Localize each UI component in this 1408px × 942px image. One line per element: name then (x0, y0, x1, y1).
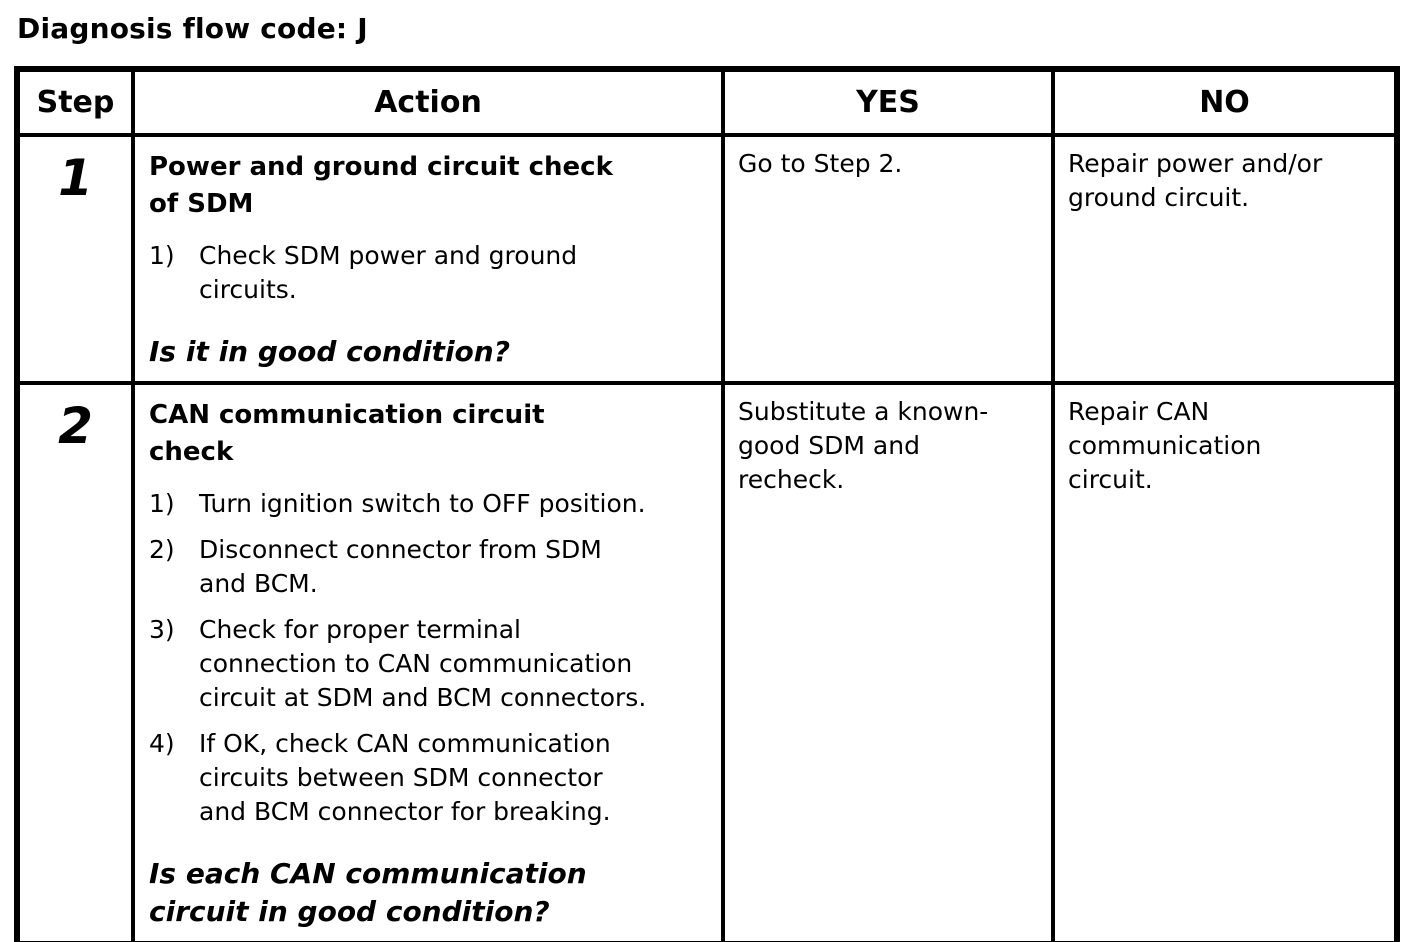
yes-cell: Go to Step 2. (721, 133, 1055, 385)
no-cell: Repair CAN communication circuit. (1051, 381, 1399, 942)
header-yes: YES (721, 67, 1055, 137)
header-no: NO (1051, 67, 1399, 137)
action-heading: Power and ground circuit check of SDM (149, 152, 613, 219)
action-cell: CAN communication circuit check 1) Turn … (131, 381, 725, 942)
list-item-text: Check for proper terminal connection to … (199, 615, 647, 712)
diagnosis-flow-table: Step Action YES NO 1 Power and ground ci… (14, 66, 1400, 942)
action-list-item: 2) Disconnect connector from SDM and BCM… (149, 533, 709, 601)
step-number: 1 (15, 133, 135, 385)
list-item-number: 2) (149, 535, 175, 564)
yes-cell: Substitute a known- good SDM and recheck… (721, 381, 1055, 942)
list-item-text: Check SDM power and ground circuits. (199, 241, 578, 304)
step-number: 2 (15, 381, 135, 942)
action-list-item: 3) Check for proper terminal connection … (149, 613, 709, 715)
list-item-text: Turn ignition switch to OFF position. (199, 489, 646, 518)
page-title: Diagnosis flow code: J (17, 12, 368, 45)
header-action: Action (131, 67, 725, 137)
action-list-item: 1) Check SDM power and ground circuits. (149, 239, 709, 307)
list-item-text: Disconnect connector from SDM and BCM. (199, 535, 602, 598)
list-item-number: 3) (149, 615, 175, 644)
action-question: Is each CAN communication circuit in goo… (149, 857, 587, 928)
no-cell: Repair power and/or ground circuit. (1051, 133, 1399, 385)
list-item-number: 4) (149, 729, 175, 758)
action-list-item: 1) Turn ignition switch to OFF position. (149, 487, 709, 521)
list-item-number: 1) (149, 489, 175, 518)
list-item-text: If OK, check CAN communication circuits … (199, 729, 611, 826)
action-heading: CAN communication circuit check (149, 400, 545, 467)
table-row-step-2: 2 CAN communication circuit check 1) Tur… (15, 381, 1399, 942)
action-list-item: 4) If OK, check CAN communication circui… (149, 727, 709, 829)
action-question: Is it in good condition? (149, 335, 510, 368)
header-step: Step (15, 67, 135, 137)
action-cell: Power and ground circuit check of SDM 1)… (131, 133, 725, 385)
table-row-step-1: 1 Power and ground circuit check of SDM … (15, 133, 1399, 385)
header-row: Step Action YES NO (15, 67, 1399, 137)
list-item-number: 1) (149, 241, 175, 270)
